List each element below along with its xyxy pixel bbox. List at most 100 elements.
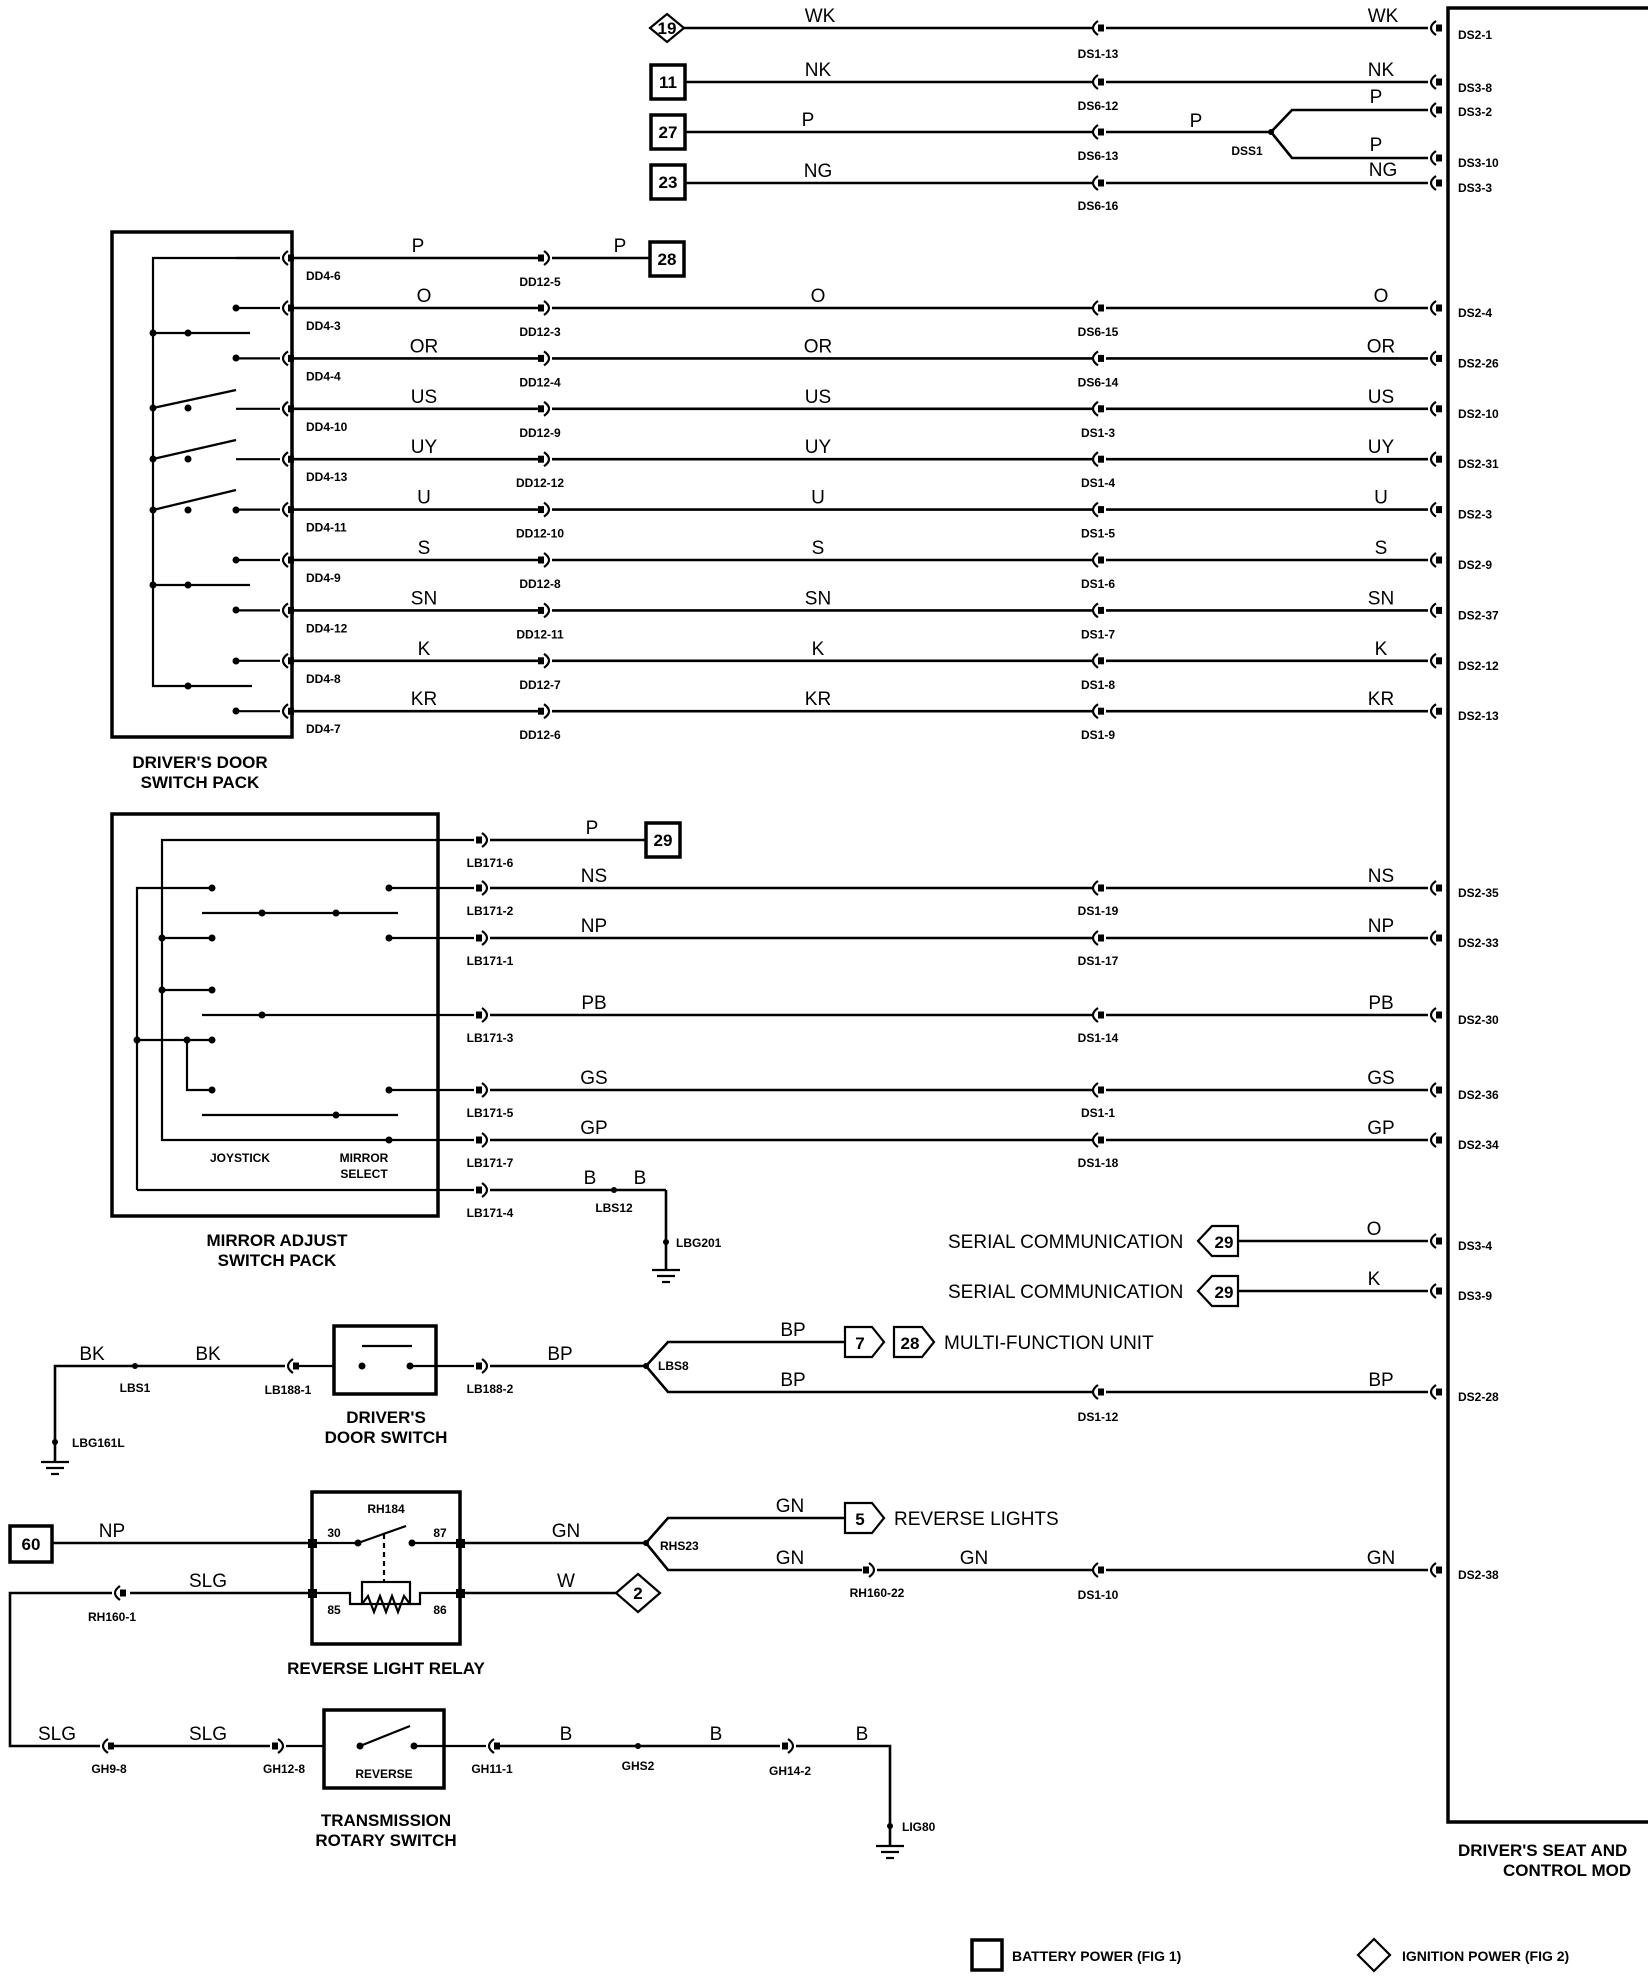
svg-text:2: 2 (633, 1584, 642, 1603)
svg-text:RH160-1: RH160-1 (88, 1610, 136, 1624)
svg-text:DS2-38: DS2-38 (1458, 1568, 1499, 1582)
drivers-door-switch-pack: DRIVER'S DOOR SWITCH PACK (110, 230, 294, 792)
svg-text:DD12-5: DD12-5 (519, 275, 561, 289)
svg-text:DOOR SWITCH: DOOR SWITCH (325, 1428, 448, 1447)
svg-text:GN: GN (960, 1548, 989, 1569)
svg-text:LB171-4: LB171-4 (467, 1206, 514, 1220)
svg-text:LBS1: LBS1 (120, 1381, 151, 1395)
svg-text:BP: BP (780, 1320, 805, 1341)
connector-dd4_4: DD4-4 (306, 369, 341, 383)
svg-text:27: 27 (659, 123, 678, 142)
wire-gp-a: GP (580, 1118, 607, 1139)
top-wires: 19 WK WK DS1-13 DS2-1 11 NK NK DS6-12 DS… (648, 6, 1499, 213)
connector-ds1_3: DS1-3 (1081, 426, 1115, 440)
connector-dd4_9: DD4-9 (306, 571, 341, 585)
wire-ns-b: NS (1368, 866, 1394, 887)
wire-o-b: O (811, 286, 826, 307)
svg-text:SLG: SLG (189, 1724, 227, 1745)
svg-text:DS3-10: DS3-10 (1458, 156, 1499, 170)
connector-lb171_2: LB171-2 (467, 904, 514, 918)
connector-ds2_4: DS2-4 (1458, 306, 1492, 320)
wire-or-b: OR (804, 336, 833, 357)
connector-ds2_34: DS2-34 (1458, 1138, 1499, 1152)
connector-ds6_14: DS6-14 (1078, 375, 1119, 389)
svg-text:SELECT: SELECT (340, 1167, 388, 1181)
svg-text:SERIAL COMMUNICATION: SERIAL COMMUNICATION (948, 1282, 1183, 1303)
ref-28-mfu (892, 1325, 936, 1359)
connector-lb171_3: LB171-3 (467, 1031, 514, 1045)
connector-ds1-13: DS1-13 (1078, 47, 1119, 61)
battery-ref-29 (644, 821, 682, 859)
wire-k-b: K (812, 639, 825, 660)
connector-dd4_7: DD4-7 (306, 722, 341, 736)
svg-text:LB188-2: LB188-2 (467, 1382, 514, 1396)
connector-ds1_5: DS1-5 (1081, 527, 1115, 541)
connector-lb171_5: LB171-5 (467, 1106, 514, 1120)
svg-text:5: 5 (855, 1510, 864, 1529)
svg-text:DS3-4: DS3-4 (1458, 1239, 1492, 1253)
svg-text:B: B (856, 1724, 869, 1745)
svg-text:23: 23 (659, 173, 678, 192)
connector-ds6_15: DS6-15 (1078, 325, 1119, 339)
relay-box (310, 1490, 462, 1646)
svg-text:K: K (1368, 1269, 1381, 1290)
svg-text:P: P (1370, 87, 1383, 108)
connector-ds2_30: DS2-30 (1458, 1013, 1499, 1027)
svg-text:DRIVER'S DOOR: DRIVER'S DOOR (132, 753, 267, 772)
connector-ds2_33: DS2-33 (1458, 936, 1499, 950)
svg-text:NK: NK (805, 60, 832, 81)
connector-ds2_31: DS2-31 (1458, 457, 1499, 471)
connector-dd4_13: DD4-13 (306, 470, 348, 484)
wire-o-a: O (417, 286, 432, 307)
svg-text:60: 60 (22, 1535, 41, 1554)
connector-lb171_7: LB171-7 (467, 1156, 514, 1170)
svg-text:DS3-3: DS3-3 (1458, 181, 1492, 195)
wire-pb-a: PB (581, 993, 606, 1014)
svg-text:GN: GN (776, 1496, 805, 1517)
connector-ds1_9: DS1-9 (1081, 728, 1115, 742)
wire-u-a: U (417, 488, 431, 509)
svg-text:86: 86 (433, 1603, 447, 1617)
svg-text:O: O (1367, 1219, 1382, 1240)
connector-dd4_12: DD4-12 (306, 621, 348, 635)
connector-ds2_3: DS2-3 (1458, 508, 1492, 522)
connector-dd4_11: DD4-11 (306, 521, 347, 535)
svg-text:P: P (412, 236, 425, 257)
connector-dd12_11: DD12-11 (516, 627, 564, 641)
svg-text:SWITCH PACK: SWITCH PACK (218, 1251, 337, 1270)
svg-text:JOYSTICK: JOYSTICK (210, 1151, 270, 1165)
connector-ds1_1: DS1-1 (1081, 1106, 1115, 1120)
svg-text:LBG201: LBG201 (676, 1236, 722, 1250)
svg-text:IGNITION POWER (FIG 2): IGNITION POWER (FIG 2) (1402, 1948, 1569, 1964)
connector-dd4_8: DD4-8 (306, 672, 341, 686)
svg-text:DD4-6: DD4-6 (306, 269, 341, 283)
svg-text:29: 29 (654, 831, 673, 850)
svg-text:MIRROR: MIRROR (340, 1151, 389, 1165)
svg-text:ROTARY SWITCH: ROTARY SWITCH (315, 1831, 456, 1850)
connector-dd12_6: DD12-6 (519, 728, 561, 742)
svg-text:RHS23: RHS23 (660, 1539, 699, 1553)
lb171-4-ground: B B LB171-4 LBS12 LBG201 (467, 1168, 722, 1284)
connector-ds2_9: DS2-9 (1458, 558, 1492, 572)
svg-text:DS3-9: DS3-9 (1458, 1289, 1492, 1303)
connector-ds2_10: DS2-10 (1458, 407, 1499, 421)
connector-ds1_4: DS1-4 (1081, 476, 1115, 490)
wire-gs-a: GS (580, 1068, 607, 1089)
svg-text:SLG: SLG (189, 1571, 227, 1592)
connector-ds1_17: DS1-17 (1078, 954, 1119, 968)
svg-text:11: 11 (659, 73, 677, 92)
wire-gp-b: GP (1367, 1118, 1394, 1139)
svg-text:BP: BP (547, 1344, 572, 1365)
svg-text:REVERSE LIGHTS: REVERSE LIGHTS (894, 1509, 1059, 1530)
svg-text:28: 28 (901, 1334, 920, 1353)
